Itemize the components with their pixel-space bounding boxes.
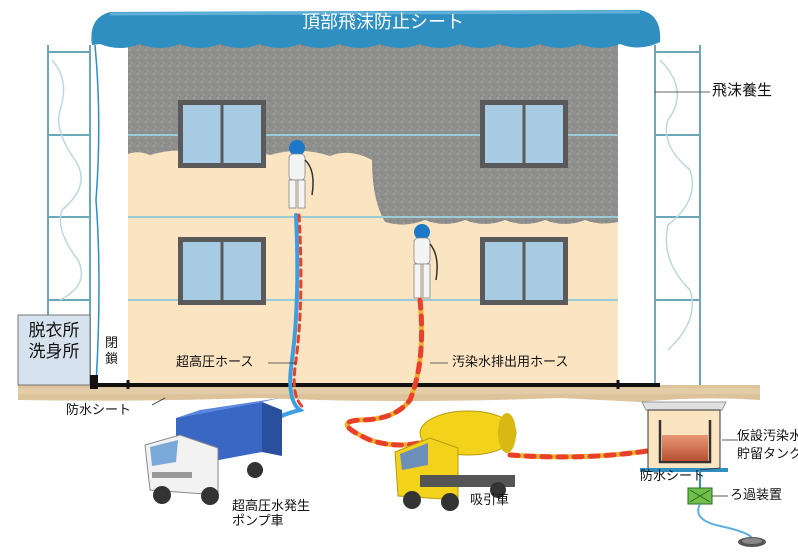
closed-label: 閉 鎖 xyxy=(105,336,119,367)
scaffold-right xyxy=(654,45,701,385)
truck-icon xyxy=(144,398,282,505)
tank-icon xyxy=(640,401,728,472)
truck-icon xyxy=(394,410,517,511)
leader-lines xyxy=(151,91,738,497)
temp-tank-line2: 貯留タンク xyxy=(737,446,798,462)
building xyxy=(90,40,660,389)
top-sheet-label: 頂部飛沫防止シート xyxy=(302,12,464,33)
temp-tank-line1: 仮設汚染水 xyxy=(737,429,798,444)
window-upper-right xyxy=(480,100,568,168)
suction-truck-label: 吸引車 xyxy=(470,493,510,508)
waterproof-sheet-right-label: 防水シート xyxy=(640,469,706,484)
manhole-icon xyxy=(738,537,766,547)
changing-room-line1: 脱衣所 xyxy=(28,321,80,341)
changing-room-line2: 洗身所 xyxy=(28,342,80,363)
waste-water-hose-label: 汚染水排出用ホース xyxy=(452,355,569,370)
pump-truck-line2: ポンプ車 xyxy=(232,513,284,529)
top-splash-sheet xyxy=(91,10,661,48)
splash-protection-label: 飛沫養生 xyxy=(712,81,773,99)
window-upper-left xyxy=(178,100,266,168)
worker-figure-icon xyxy=(288,140,314,209)
changing-room-label: 脱衣所 洗身所 xyxy=(22,321,86,364)
changing-booth xyxy=(17,314,98,389)
pump-truck-line1: 超高圧水発生 xyxy=(232,499,311,514)
closed-char1: 閉 xyxy=(105,336,119,351)
ground xyxy=(18,385,760,402)
waterproof-sheet-left-label: 防水シート xyxy=(66,403,132,418)
pump-truck-label: 超高圧水発生 ポンプ車 xyxy=(232,499,311,530)
window-lower-right xyxy=(480,237,568,305)
temp-tank-label: 仮設汚染水 貯留タンク xyxy=(737,428,798,463)
worker-figure-icon xyxy=(413,224,438,299)
closed-char2: 鎖 xyxy=(105,351,119,367)
window-lower-left xyxy=(178,237,266,305)
high-pressure-hose-label: 超高圧ホース xyxy=(176,355,254,370)
filter-device-label: ろ過装置 xyxy=(730,488,783,503)
